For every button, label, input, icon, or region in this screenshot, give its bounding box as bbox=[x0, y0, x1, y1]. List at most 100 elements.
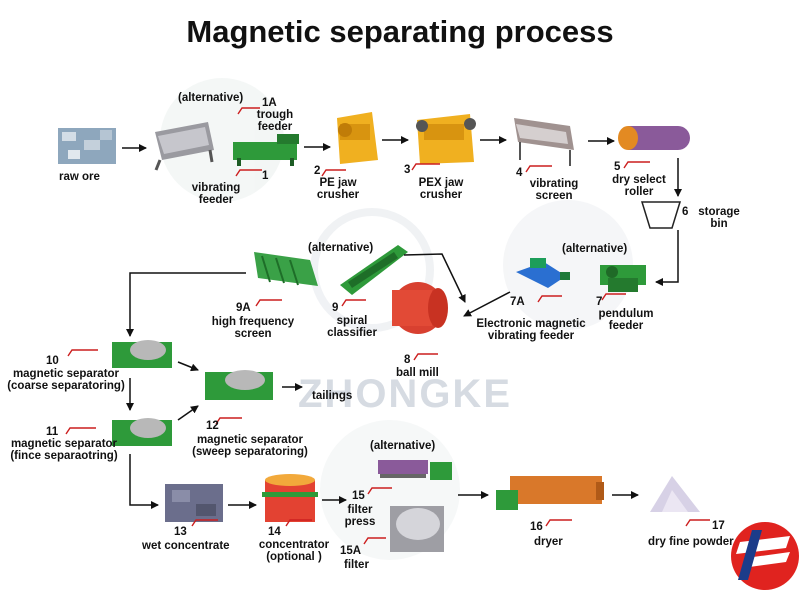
node-15-number: 15 bbox=[352, 490, 365, 502]
magnetic-separator-11-line-2: (fince separaotring) bbox=[10, 450, 118, 462]
node-1a-number: 1A bbox=[262, 97, 277, 109]
number-leaders bbox=[65, 107, 710, 545]
node-3-number: 3 bbox=[404, 164, 411, 176]
pendulum-feeder-line-1: pendulum bbox=[598, 308, 654, 320]
storage-bin-label: storage bin bbox=[692, 206, 746, 230]
ball-mill-label: ball mill bbox=[396, 367, 439, 379]
node-4-number: 4 bbox=[516, 167, 523, 179]
tailings-label: tailings bbox=[312, 390, 353, 402]
spiral-classifier-line-1: spiral bbox=[336, 315, 368, 327]
vibrating-screen-image bbox=[514, 118, 574, 166]
magnetic-separator-10-label: magnetic separator (coarse separatoring) bbox=[2, 368, 130, 392]
page-title: Magnetic separating process bbox=[186, 14, 614, 49]
node-9-number: 9 bbox=[332, 302, 339, 314]
dry-fine-powder-label: dry fine powder bbox=[648, 536, 734, 548]
node-5-number: 5 bbox=[614, 161, 621, 173]
pex-jaw-crusher-line-2: crusher bbox=[419, 189, 463, 201]
pex-jaw-crusher-label: PEX jaw crusher bbox=[412, 177, 470, 201]
electronic-feeder-label: Electronic magnetic vibrating feeder bbox=[470, 318, 592, 342]
alternative-label-1: (alternative) bbox=[178, 92, 244, 104]
node-16-number: 16 bbox=[530, 521, 543, 533]
filter-label: filter bbox=[344, 559, 369, 571]
magnetic-separator-10-line-2: (coarse separatoring) bbox=[7, 380, 125, 392]
alternative-label-3: (alternative) bbox=[308, 242, 374, 254]
trough-feeder-label: trough feeder bbox=[250, 109, 300, 133]
vibrating-screen-line-2: screen bbox=[535, 190, 573, 202]
magnetic-separator-11-image bbox=[112, 418, 172, 446]
pendulum-feeder-image bbox=[600, 265, 646, 292]
pendulum-feeder-line-2: feeder bbox=[608, 320, 644, 332]
dry-select-roller-image bbox=[618, 126, 690, 150]
node-9a-number: 9A bbox=[236, 302, 251, 314]
magnetic-separator-12-line-1: magnetic separator bbox=[196, 434, 304, 446]
node-6-number: 6 bbox=[682, 206, 689, 218]
trough-feeder-line-2: feeder bbox=[257, 121, 293, 133]
watermark-text: ZHONGKE bbox=[298, 372, 512, 416]
filter-press-label: filter press bbox=[340, 504, 380, 528]
spiral-classifier-line-2: classifier bbox=[327, 327, 377, 339]
spiral-classifier-label: spiral classifier bbox=[320, 315, 384, 339]
storage-bin-line-1: storage bbox=[698, 206, 740, 218]
node-14-number: 14 bbox=[268, 526, 281, 538]
electronic-feeder-line-1: Electronic magnetic bbox=[476, 318, 586, 330]
electronic-feeder-line-2: vibrating feeder bbox=[487, 330, 575, 342]
node-8-number: 8 bbox=[404, 354, 411, 366]
node-17-number: 17 bbox=[712, 520, 725, 532]
node-1-number: 1 bbox=[262, 170, 269, 182]
wet-concentrate-label: wet concentrate bbox=[142, 540, 230, 552]
dry-select-roller-label: dry select roller bbox=[604, 174, 674, 198]
filter-image bbox=[390, 506, 444, 552]
node-11-number: 11 bbox=[46, 426, 59, 438]
dry-select-roller-line-1: dry select bbox=[612, 174, 666, 186]
magnetic-separator-12-label: magnetic separator (sweep separatoring) bbox=[188, 434, 312, 458]
node-15a-number: 15A bbox=[340, 545, 362, 557]
dryer-image bbox=[496, 476, 604, 510]
dry-fine-powder-image bbox=[650, 476, 700, 512]
filter-press-image bbox=[378, 460, 452, 480]
spiral-classifier-image bbox=[340, 245, 408, 295]
vibrating-screen-label: vibrating screen bbox=[524, 178, 584, 202]
raw-ore-label: raw ore bbox=[59, 171, 100, 183]
trough-feeder-line-1: trough bbox=[256, 109, 294, 121]
electronic-feeder-image bbox=[516, 258, 570, 288]
high-frequency-screen-label: high frequency screen bbox=[206, 316, 300, 340]
storage-bin-line-2: bin bbox=[710, 218, 728, 230]
alternative-label-2: (alternative) bbox=[562, 243, 628, 255]
flow-arrows bbox=[122, 136, 682, 509]
vibrating-feeder-line-2: feeder bbox=[198, 194, 234, 206]
magnetic-separator-10-image bbox=[112, 340, 172, 368]
high-frequency-screen-image bbox=[254, 252, 318, 286]
node-7a-number: 7A bbox=[510, 296, 525, 308]
vibrating-feeder-image bbox=[154, 122, 214, 171]
alternative-label-4: (alternative) bbox=[370, 440, 436, 452]
wet-concentrate-image bbox=[165, 484, 223, 522]
pe-jaw-crusher-line-1: PE jaw bbox=[319, 177, 357, 189]
node-12-number: 12 bbox=[206, 420, 219, 432]
magnetic-separator-12-line-2: (sweep separatoring) bbox=[192, 446, 308, 458]
pex-jaw-crusher-line-1: PEX jaw bbox=[418, 177, 464, 189]
ball-mill-image bbox=[392, 282, 448, 334]
dryer-label: dryer bbox=[534, 536, 563, 548]
node-2-number: 2 bbox=[314, 165, 321, 177]
filter-press-line-2: press bbox=[344, 516, 376, 528]
company-logo bbox=[731, 522, 799, 590]
node-7-number: 7 bbox=[596, 296, 603, 308]
vibrating-screen-line-1: vibrating bbox=[529, 178, 579, 190]
raw-ore-image bbox=[58, 128, 116, 164]
vibrating-feeder-label: vibrating feeder bbox=[184, 182, 248, 206]
node-10-number: 10 bbox=[46, 355, 59, 367]
storage-bin-image bbox=[640, 201, 682, 229]
filter-press-line-1: filter bbox=[347, 504, 373, 516]
trough-feeder-image bbox=[233, 134, 299, 166]
pe-jaw-crusher-line-2: crusher bbox=[316, 189, 360, 201]
pendulum-feeder-label: pendulum feeder bbox=[598, 308, 654, 332]
concentrator-image bbox=[262, 474, 318, 522]
pex-jaw-crusher-image bbox=[416, 114, 476, 164]
pe-jaw-crusher-label: PE jaw crusher bbox=[310, 177, 366, 201]
magnetic-separator-12-image bbox=[205, 370, 273, 400]
dry-select-roller-line-2: roller bbox=[624, 186, 654, 198]
vibrating-feeder-line-1: vibrating bbox=[191, 182, 241, 194]
node-13-number: 13 bbox=[174, 526, 187, 538]
